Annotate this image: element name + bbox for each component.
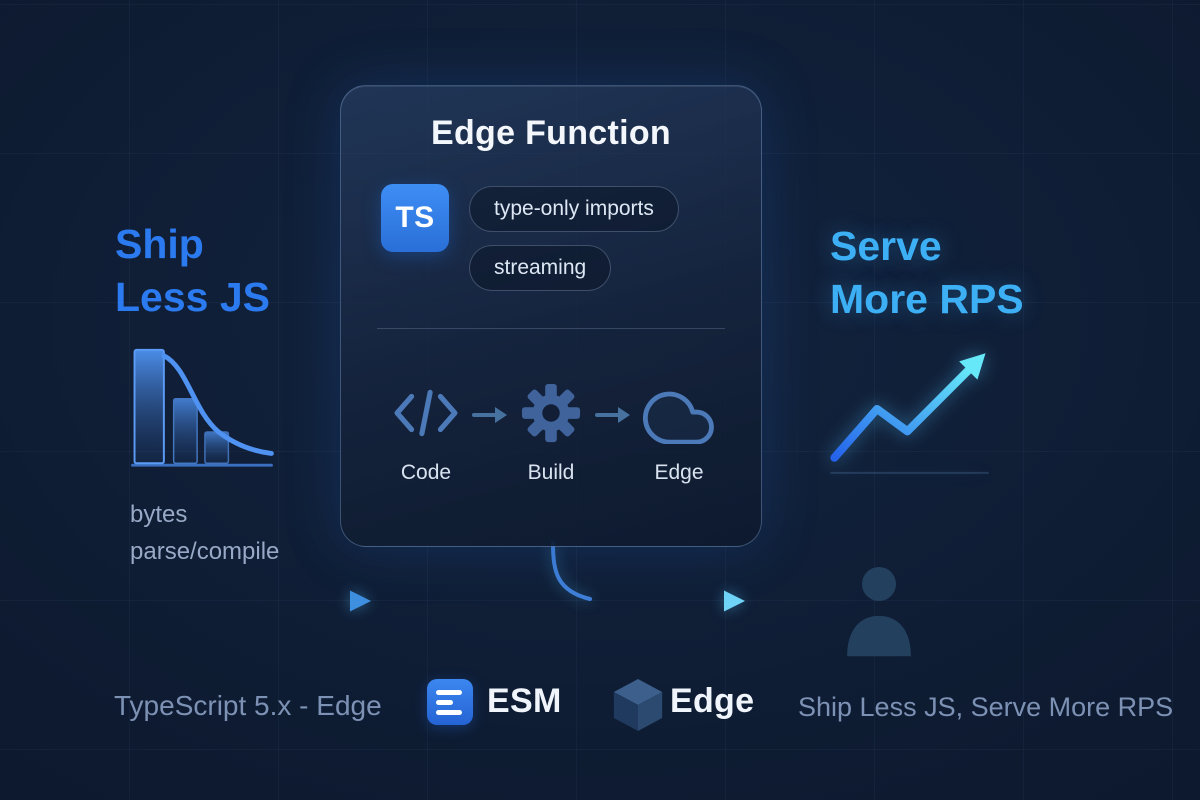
bar-chart-declining-icon [131, 348, 274, 467]
pipeline-step-build: Build [503, 378, 599, 485]
arrow-right-icon [594, 404, 632, 426]
edge-cube-icon [613, 679, 663, 731]
pipeline-label-edge: Edge [654, 461, 704, 484]
left-caption-line1: bytes [130, 501, 188, 528]
edge-function-card: Edge Function TS type-only imports strea… [340, 85, 762, 547]
arrow-right-icon [724, 590, 745, 612]
right-heading-line1: Serve [830, 223, 942, 269]
card-divider [377, 328, 725, 329]
pipeline-step-code: Code [377, 378, 475, 485]
typescript-logo: TS [381, 184, 449, 252]
left-caption-line2: parse/compile [130, 538, 280, 565]
card-title: Edge Function [431, 114, 671, 152]
edge-label: Edge [670, 682, 755, 720]
feature-badges: type-only imports streaming [469, 186, 679, 291]
code-icon [377, 378, 475, 448]
arrow-right-icon [350, 590, 371, 612]
badge-streaming: streaming [469, 245, 612, 291]
pipeline-step-edge: Edge [627, 378, 731, 485]
left-caption: bytes parse/compile [130, 496, 279, 570]
right-heading-line2: More RPS [830, 276, 1024, 322]
left-heading: Ship Less JS [115, 218, 270, 324]
left-heading-line2: Less JS [115, 274, 270, 320]
arrow-right-icon [471, 404, 509, 426]
typescript-version-label: TypeScript 5.x - Edge [114, 690, 382, 721]
right-heading: Serve More RPS [830, 220, 1024, 326]
flow-stem [551, 541, 592, 601]
cloud-icon [627, 378, 731, 448]
badge-type-only-imports: type-only imports [469, 186, 679, 232]
esm-label: ESM [487, 682, 562, 720]
gear-icon [503, 378, 599, 448]
line-chart-rising-icon [830, 353, 989, 474]
person-icon [847, 567, 911, 657]
pipeline-label-build: Build [527, 461, 575, 484]
pipeline-label-code: Code [400, 461, 452, 484]
left-heading-line1: Ship [115, 221, 204, 267]
footer-tagline: Ship Less JS, Serve More RPS [798, 692, 1174, 722]
esm-badge-icon [427, 679, 473, 725]
ts-logo-text: TS [395, 201, 435, 234]
